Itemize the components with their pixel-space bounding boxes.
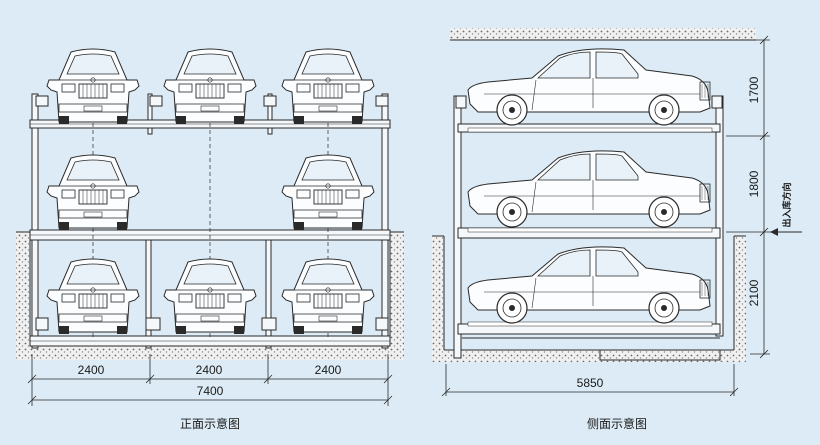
front-car-bottom-left (46, 258, 140, 335)
dim-bay-3: 2400 (315, 363, 342, 377)
front-car-top-middle (163, 48, 257, 125)
dim-bay-1: 2400 (78, 363, 105, 377)
front-ground-left (16, 232, 30, 360)
side-ground-left (432, 236, 444, 362)
dim-total-width: 7400 (197, 384, 224, 398)
side-view-caption: 侧面示意图 (587, 416, 647, 431)
side-frame (453, 95, 724, 359)
front-ground-right (390, 232, 404, 360)
side-car-bottom (467, 246, 711, 324)
dim-level-mid: 1800 (747, 170, 761, 197)
front-car-bottom-middle (163, 258, 257, 335)
front-view: 2400 2400 2400 7400 正面示意图 (16, 48, 404, 431)
front-car-top-right (281, 48, 375, 125)
front-dimensions (27, 354, 393, 406)
front-car-bottom-right (281, 258, 375, 335)
dim-level-bottom: 2100 (747, 279, 761, 306)
front-car-mid-right (281, 154, 375, 231)
dim-bay-2: 2400 (196, 363, 223, 377)
side-horizontal-dimension (441, 364, 739, 397)
side-vertical-dimensions (726, 35, 792, 359)
side-car-middle (467, 150, 711, 228)
entry-direction-arrow (770, 228, 802, 236)
dim-level-top: 1700 (747, 76, 761, 103)
side-car-top (467, 48, 711, 126)
dim-length: 5850 (577, 376, 604, 390)
side-ground-bottom (432, 350, 746, 362)
side-pallets (467, 127, 713, 327)
front-car-mid-left (46, 154, 140, 231)
front-ground-bottom (16, 346, 404, 360)
front-view-caption: 正面示意图 (180, 416, 240, 431)
entry-direction-label: 出入库方向 (781, 182, 792, 227)
front-car-top-left (46, 48, 140, 125)
side-ground-right (734, 236, 746, 362)
side-ceiling (450, 28, 756, 40)
side-view: 1700 1800 2100 出入库方向 5850 侧面示意图 (432, 28, 802, 431)
